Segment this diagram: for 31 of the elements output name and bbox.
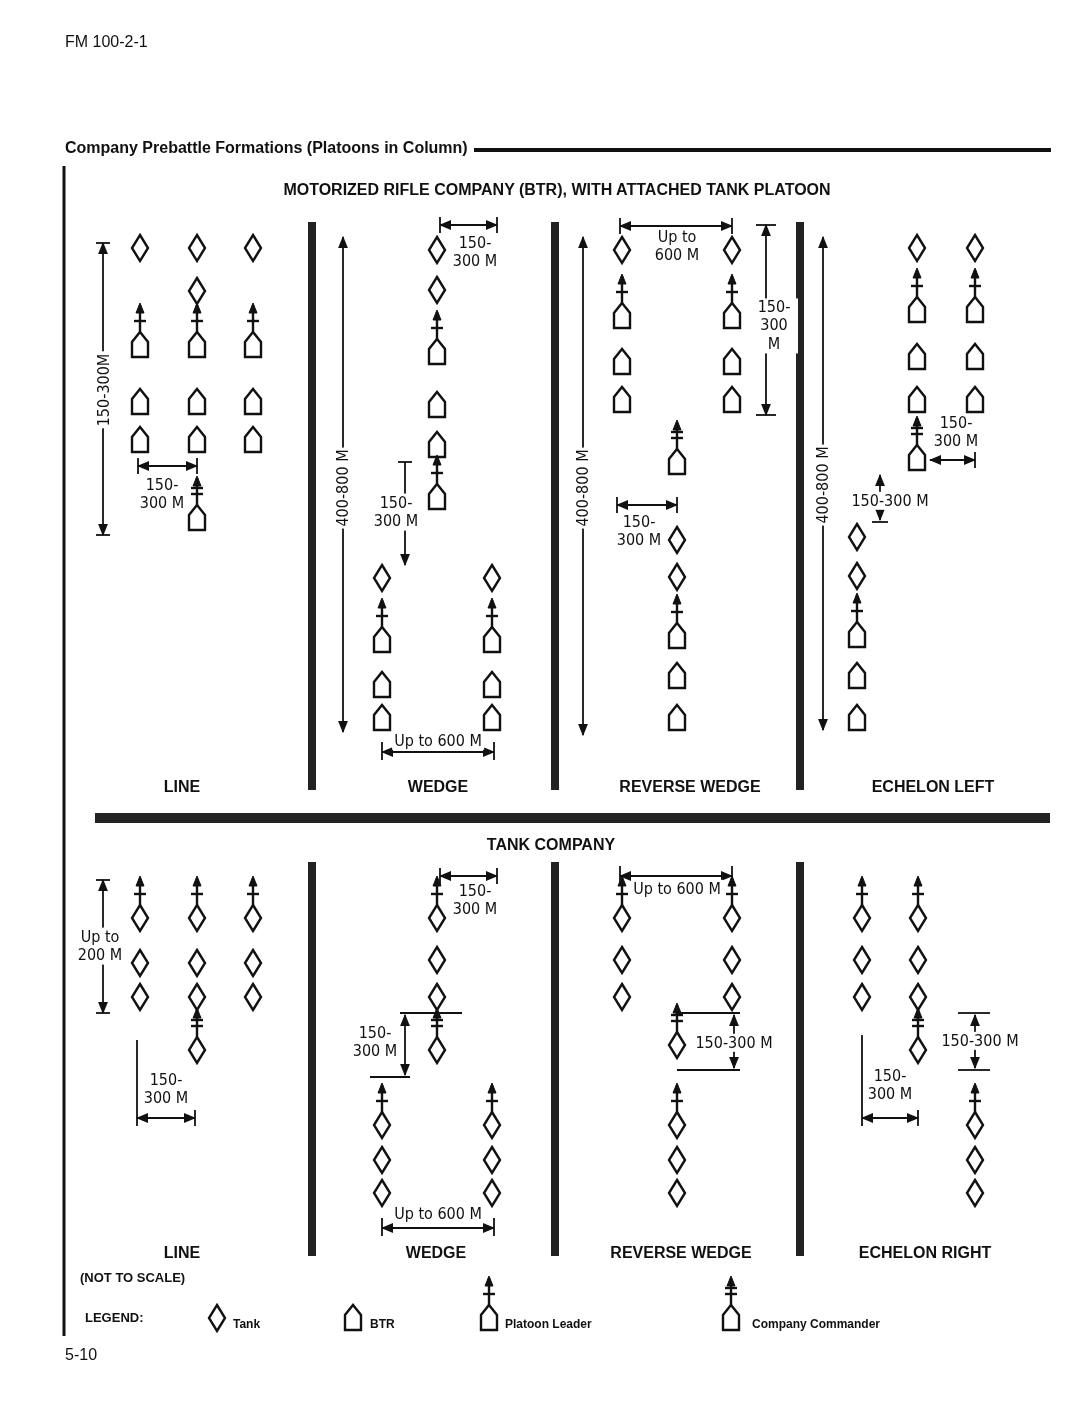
legend-label: Company Commander [752,1317,881,1331]
section-heading: MOTORIZED RIFLE COMPANY (BTR), WITH ATTACHED TANK PLATOON [283,180,831,200]
dimension-label: 150- 300 M [351,1023,399,1061]
dimension-label: 150- 300 M [932,413,980,451]
dimension-label: 150- 300 M [615,512,663,550]
legend-label: Tank [233,1317,261,1331]
section-heading: REVERSE WEDGE [610,1243,752,1263]
section-heading: TANK COMPANY [486,835,616,855]
section-heading: WEDGE [407,777,469,797]
section-heading: REVERSE WEDGE [619,777,761,797]
dimension-label: 150- 300 M [142,1070,190,1108]
dimension-label: Up to 600 M [631,879,723,899]
dimension-label: 150- 300 M [451,881,499,919]
dimension-label: Up to 600 M [653,227,701,265]
page-number: 5-10 [65,1346,98,1365]
legend-label: Platoon Leader [505,1317,592,1331]
dimension-label: 150- 300 M [451,233,499,271]
dimension-label: 150- 300 M [866,1066,914,1104]
legend-label: BTR [370,1317,395,1331]
section-heading: ECHELON LEFT [871,777,995,797]
section-heading: WEDGE [405,1243,467,1263]
dimension-label: 150- 300 M [138,475,186,513]
section-heading: LINE [163,1243,201,1263]
page-header: FM 100-2-1 [65,33,148,52]
dimension-label: Up to 600 M [392,1204,484,1224]
section-heading: LINE [163,777,201,797]
note-text: (NOT TO SCALE) [80,1271,186,1286]
section-heading: ECHELON RIGHT [858,1243,992,1263]
legend-heading: LEGEND: [85,1311,144,1326]
dimension-label: Up to 600 M [392,731,484,751]
figure-title: Company Prebattle Formations (Platoons in Column) [65,139,468,157]
